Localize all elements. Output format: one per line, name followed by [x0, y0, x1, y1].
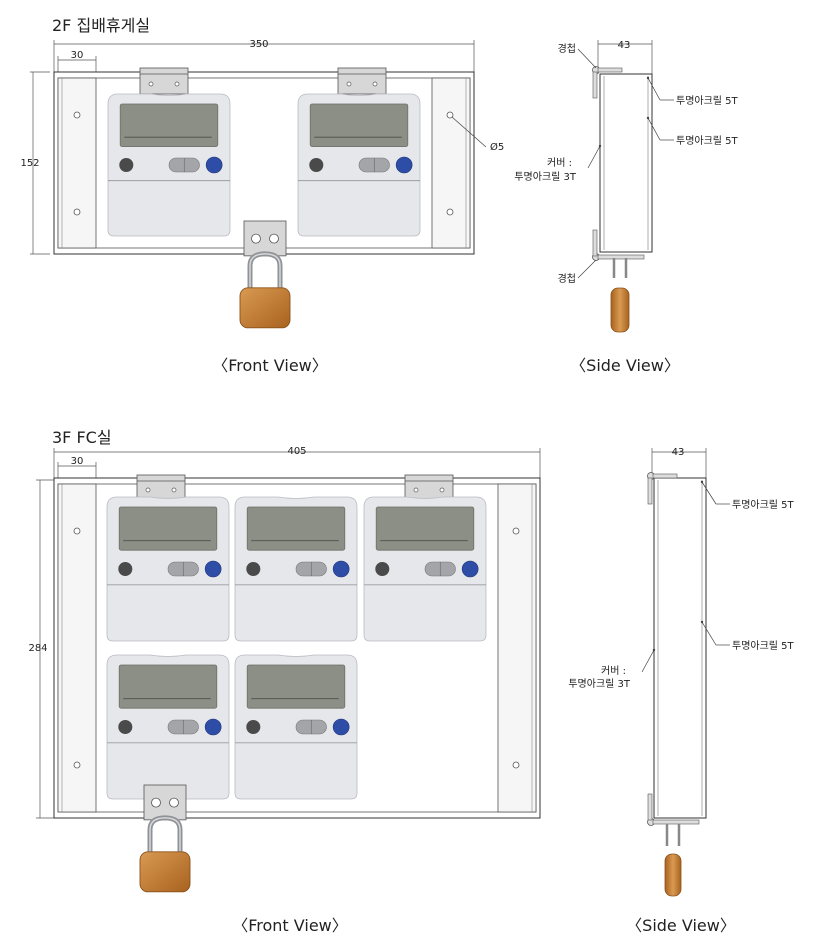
meter-dark-button: [246, 562, 261, 576]
meter-blue-button: [205, 156, 223, 174]
caption-3f-side: 〈Side View〉: [626, 916, 736, 935]
meter-blue-button: [461, 560, 479, 578]
hole-leader-2f: [451, 116, 487, 148]
front-view-3f: 405 30 284: [28, 446, 541, 893]
electric-meter: [106, 496, 230, 642]
electric-meter: [234, 654, 358, 800]
lock-hasp-plate: [243, 220, 287, 257]
padlock-3f: [139, 784, 191, 893]
meter-blue-button: [204, 718, 222, 736]
dimension-width-3f: [36, 448, 541, 819]
meters-2f: [107, 93, 421, 237]
lock-shackle: [247, 251, 283, 288]
meter-display: [309, 103, 409, 147]
meter-dark-button: [118, 562, 133, 576]
lock-hasp-plate: [143, 784, 187, 821]
lock-body: [239, 287, 291, 329]
side-view-2f: 43 경첩 경첩 투명아크릴 5T 투명아크릴 5T 커버 :: [514, 40, 739, 333]
electric-meter: [297, 93, 421, 237]
hinge-top-right-2f: [337, 67, 387, 95]
meter-display: [118, 664, 218, 709]
label-hinge-bottom-2f: 경첩: [558, 272, 576, 285]
meter-display: [119, 103, 219, 147]
meter-dark-button: [309, 158, 324, 172]
dim-label-height-2f: 152: [20, 158, 39, 169]
electric-meter: [106, 654, 230, 800]
title-3f: 3F FC실: [52, 428, 112, 447]
dim-label-width-2f: 350: [249, 39, 268, 50]
electric-meter: [107, 93, 231, 237]
side-view-3f: 43 투명아크릴 5T 투명아크릴 5T 커버 : 투명아크릴 3T: [568, 447, 795, 897]
mount-holes-2f: [73, 111, 454, 216]
mount-holes-3f: [73, 527, 520, 769]
meter-blue-button: [332, 718, 350, 736]
caption-2f-front: 〈Front View〉: [212, 356, 328, 375]
label-cover-line2-3f: 투명아크릴 3T: [568, 677, 631, 690]
padlock-side-2f: [610, 287, 630, 333]
label-hinge-top-2f: 경첩: [558, 42, 576, 55]
meter-blue-button: [395, 156, 413, 174]
dim-label-depth-2f: 43: [618, 40, 631, 51]
meters-3f: [106, 496, 487, 800]
meter-display: [375, 506, 475, 551]
padlock-side-3f: [664, 853, 682, 897]
side-panel-right-2f: [431, 77, 471, 249]
label-acrylic-mid-3f: 투명아크릴 5T: [732, 639, 795, 652]
dim-label-depth-3f: 43: [672, 447, 685, 458]
title-2f: 2F 집배휴게실: [52, 16, 151, 35]
meter-display: [246, 664, 346, 709]
hole-label-2f: Ø5: [490, 141, 504, 153]
side-box-2f: [599, 73, 653, 253]
side-panel-left-3f: [57, 483, 97, 813]
dim-label-inset-3f: 30: [71, 456, 84, 467]
meter-blue-button: [204, 560, 222, 578]
label-cover-line1-3f: 커버 :: [601, 665, 626, 677]
dimension-width-2f: [30, 40, 475, 255]
meter-dark-button: [246, 720, 261, 734]
dim-label-width-3f: 405: [287, 446, 306, 457]
label-cover-line1-2f: 커버 :: [547, 157, 572, 169]
dim-label-inset-2f: 30: [71, 50, 84, 61]
meter-dark-button: [375, 562, 390, 576]
padlock-2f: [239, 220, 291, 329]
front-view-2f: 350 30 152 Ø5: [20, 39, 504, 329]
meter-display: [118, 506, 218, 551]
caption-2f-side: 〈Side View〉: [570, 356, 680, 375]
electric-meter: [234, 496, 358, 642]
lock-body: [139, 851, 191, 893]
meter-dark-button: [118, 720, 133, 734]
lock-shackle: [147, 815, 183, 852]
meter-dark-button: [119, 158, 134, 172]
hinge-top-left-2f: [139, 67, 189, 95]
label-acrylic-top-2f: 투명아크릴 5T: [676, 94, 739, 107]
dim-label-height-3f: 284: [28, 643, 47, 654]
side-panel-right-3f: [497, 483, 537, 813]
caption-3f-front: 〈Front View〉: [232, 916, 348, 935]
meter-blue-button: [332, 560, 350, 578]
electric-meter: [363, 496, 487, 642]
side-panel-left-2f: [57, 77, 97, 249]
side-box-3f: [653, 477, 707, 819]
label-acrylic-top-3f: 투명아크릴 5T: [732, 498, 795, 511]
label-cover-line2-2f: 투명아크릴 3T: [514, 170, 577, 183]
label-acrylic-mid-2f: 투명아크릴 5T: [676, 134, 739, 147]
meter-display: [246, 506, 346, 551]
